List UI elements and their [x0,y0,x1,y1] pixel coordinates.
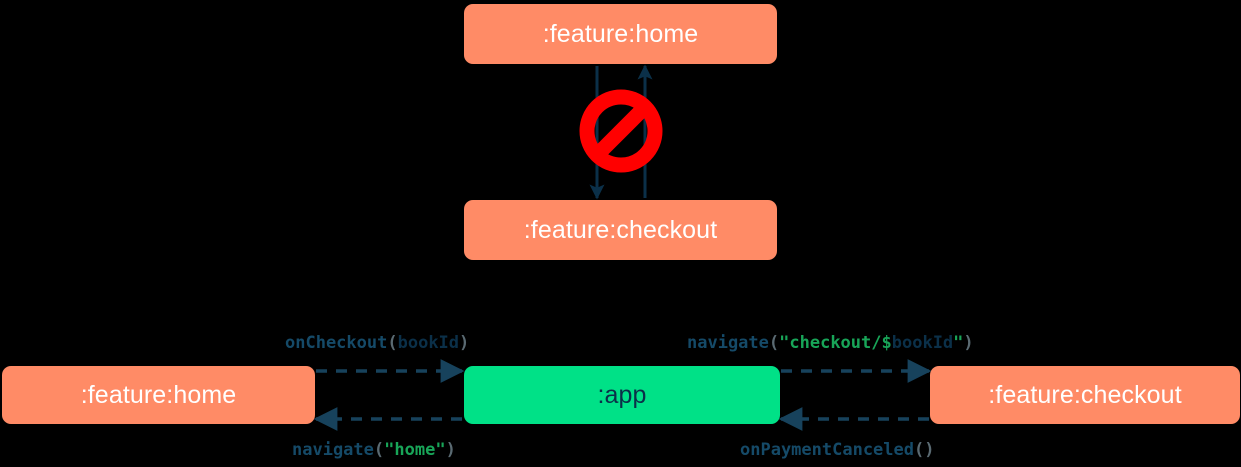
node-feature-home-top[interactable]: :feature:home [464,4,777,64]
token-fn: navigate [292,440,374,460]
token-fn: onPaymentCanceled [740,440,914,460]
token-par: () [914,440,935,460]
token-par: ( [387,333,398,353]
node-feature-checkout-top[interactable]: :feature:checkout [464,200,777,260]
token-fn: onCheckout [285,333,388,353]
token-par: ) [963,333,974,353]
token-par: ( [768,333,780,353]
token-fn: navigate [687,333,769,353]
token-str: "checkout/ [779,333,882,353]
edge-label-navigate-checkout: navigate("checkout/$bookId") [687,333,974,353]
token-str: " [953,333,964,353]
token-par: ( [373,440,385,460]
token-var: bookId [397,333,460,353]
node-label: :feature:checkout [988,380,1182,409]
token-par: ) [445,440,456,460]
edge-label-on-payment-canceled: onPaymentCanceled() [740,440,934,460]
node-label: :feature:home [80,380,237,409]
token-var: bookId [891,333,954,353]
no-entry-icon [579,89,663,173]
node-label: :feature:home [542,19,699,48]
edge-label-navigate-home: navigate("home") [292,440,456,460]
node-app[interactable]: :app [464,366,780,424]
edge-label-on-checkout: onCheckout(bookId) [285,333,469,353]
token-dollar: $ [881,333,892,353]
node-feature-checkout-bottom[interactable]: :feature:checkout [930,366,1240,424]
token-str: "home" [384,440,446,460]
node-label: :feature:checkout [523,215,718,244]
token-par: ) [459,333,470,353]
node-label: :app [597,380,647,409]
node-feature-home-bottom[interactable]: :feature:home [2,366,315,424]
